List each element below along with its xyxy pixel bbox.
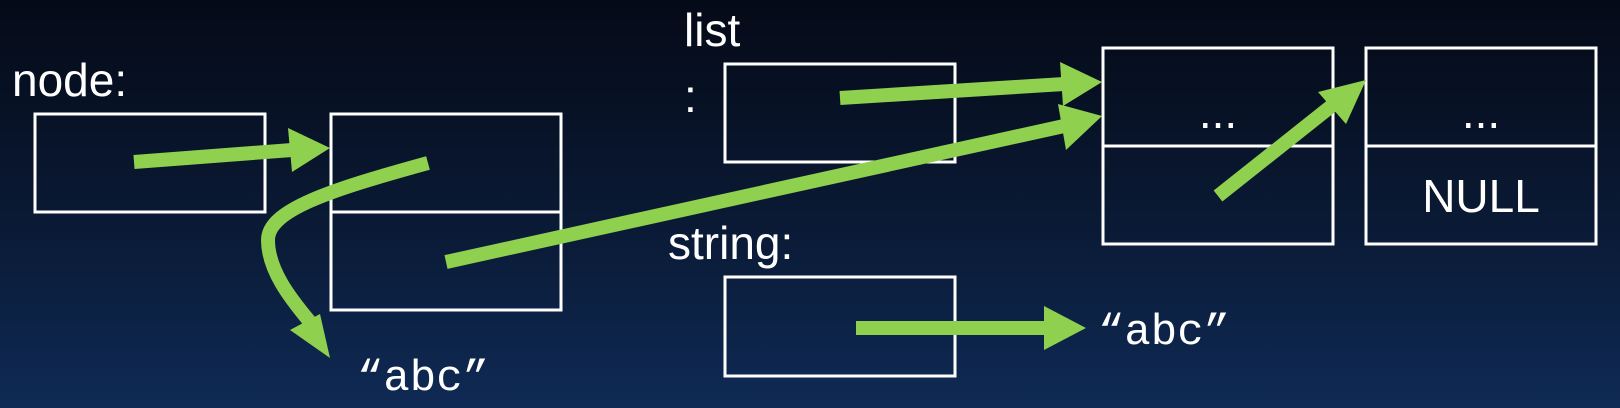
list-node1-top-text: ...	[1199, 86, 1237, 138]
list-node2-bottom-cell	[1364, 144, 1598, 246]
null-text: NULL	[1422, 170, 1540, 222]
node-label: node:	[12, 54, 127, 106]
arrow-list-to-node1	[839, 62, 1102, 106]
list-label-colon: :	[684, 70, 697, 122]
node-string-literal: “abc”	[357, 354, 489, 404]
list-pointer-box	[723, 62, 957, 164]
arrow-node1-next-to-node2	[1213, 80, 1366, 202]
string-literal: “abc”	[1098, 308, 1230, 358]
list-node1-bottom-cell	[1101, 144, 1335, 246]
node-struct-bottom-cell	[329, 210, 563, 312]
node-pointer-box	[33, 112, 267, 214]
arrow-node-to-struct	[133, 128, 330, 172]
list-label: list	[684, 4, 740, 56]
string-label: string:	[668, 217, 793, 269]
list-node2-top-text: ...	[1462, 86, 1500, 138]
node-struct-top-cell	[329, 112, 563, 214]
arrow-struct-data-to-abc	[261, 156, 430, 358]
arrow-string-to-abc	[856, 306, 1086, 350]
arrow-struct-next-to-list-node1	[444, 104, 1102, 269]
